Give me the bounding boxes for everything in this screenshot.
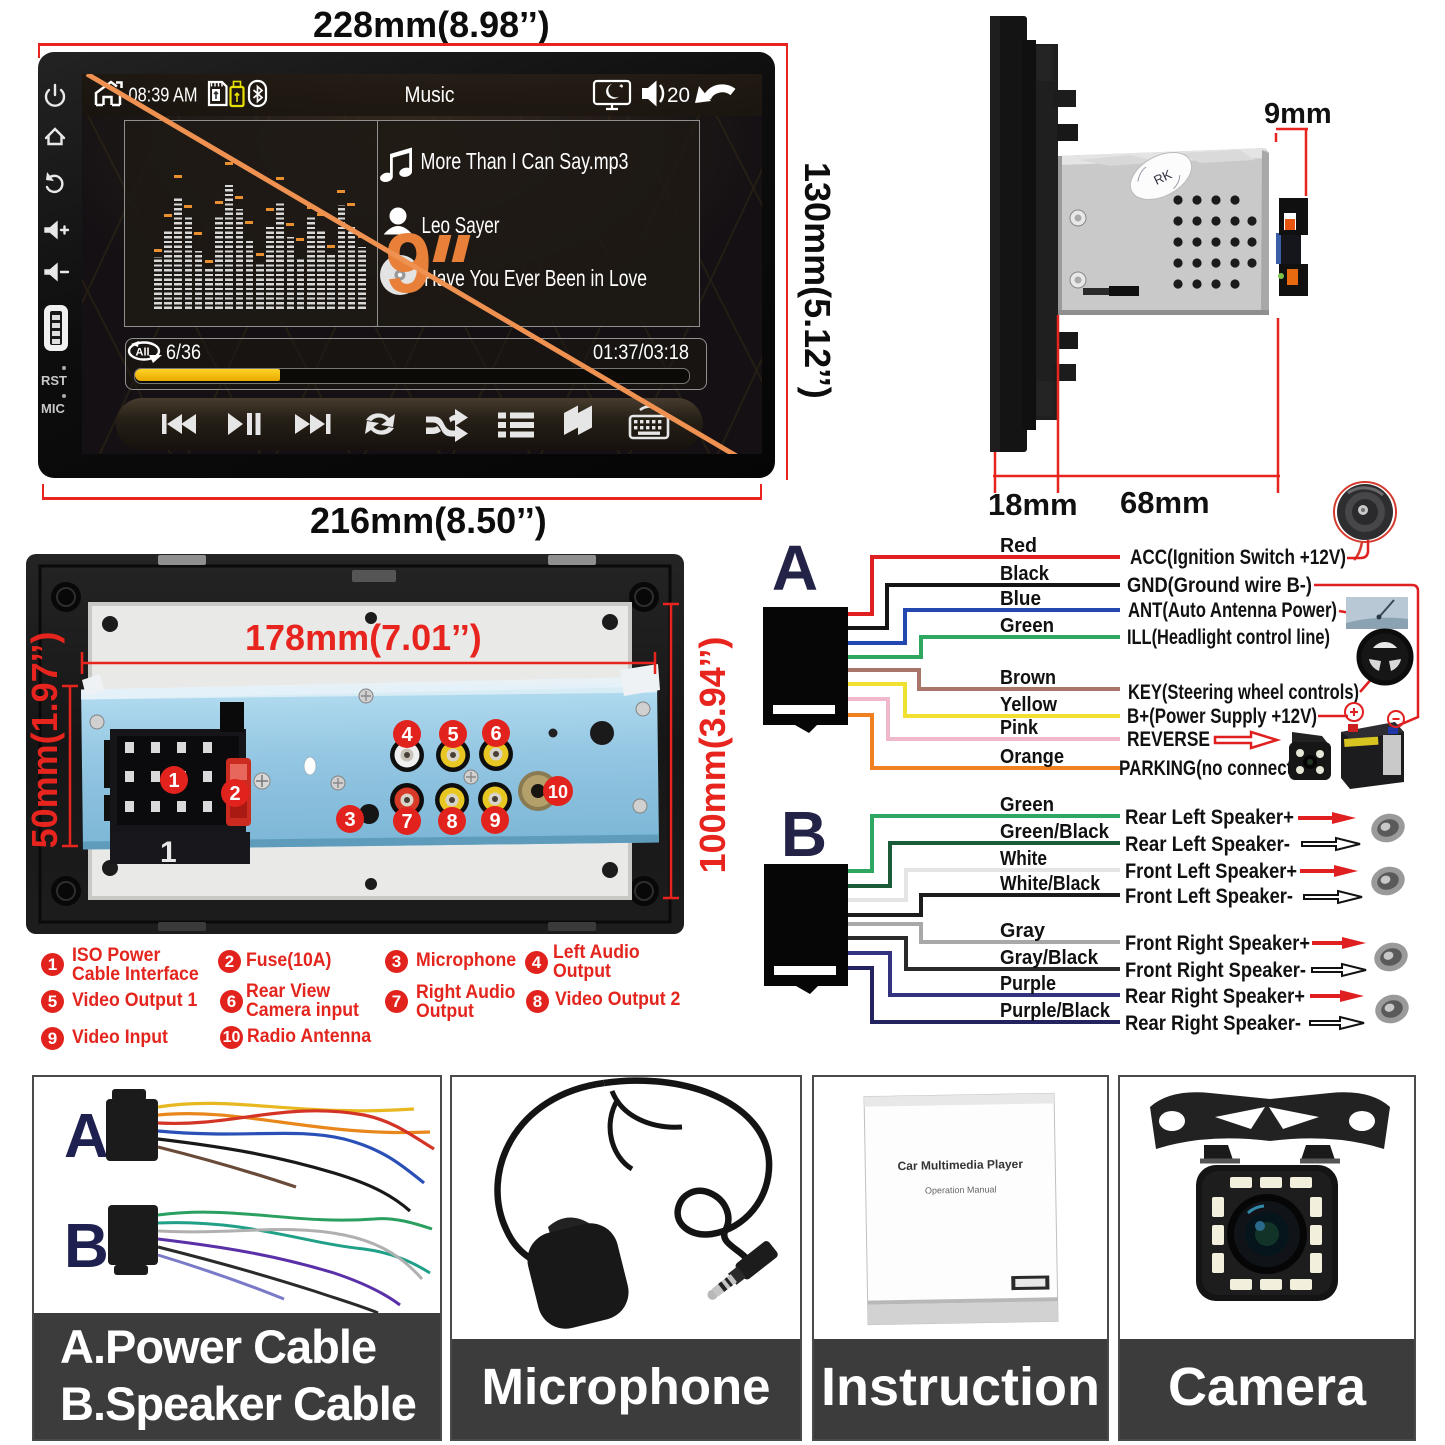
svg-text:More Than I Can Say.mp3: More Than I Can Say.mp3 [421,148,629,174]
svg-text:5: 5 [447,724,458,746]
svg-text:Have You Ever Been in Love: Have You Ever Been in Love [424,265,647,291]
svg-text:Rear Right Speaker+: Rear Right Speaker+ [1125,985,1305,1008]
svg-text:Green/Black: Green/Black [1000,821,1110,843]
svg-text:Black: Black [1000,563,1050,585]
svg-text:50mm(1.97’’): 50mm(1.97’’) [24,632,65,849]
svg-text:18mm: 18mm [988,487,1078,522]
svg-text:1: 1 [168,770,179,792]
svg-text:ILL(Headlight control line): ILL(Headlight control line) [1127,626,1330,649]
svg-text:Gray/Black: Gray/Black [1000,947,1099,969]
svg-text:68mm: 68mm [1120,485,1210,520]
svg-text:6: 6 [490,723,501,745]
svg-text:Rear Left Speaker-: Rear Left Speaker- [1125,833,1290,856]
svg-text:6/36: 6/36 [166,341,201,364]
svg-text:REVERSE: REVERSE [1127,728,1210,751]
svg-text:Gray: Gray [1000,920,1046,942]
svg-text:Front Right Speaker-: Front Right Speaker- [1125,959,1306,982]
svg-text:100mm(3.94’’): 100mm(3.94’’) [692,637,733,874]
svg-text:Front Left Speaker+: Front Left Speaker+ [1125,860,1297,883]
svg-text:RST: RST [41,373,67,388]
svg-text:Brown: Brown [1000,667,1056,689]
svg-text:KEY(Steering wheel controls): KEY(Steering wheel controls) [1128,681,1359,704]
svg-text:Green: Green [1000,615,1054,637]
svg-text:1: 1 [160,836,177,869]
svg-text:Orange: Orange [1000,746,1064,768]
svg-text:RK: RK [1151,166,1174,187]
svg-text:Purple: Purple [1000,973,1056,995]
svg-text:20: 20 [667,84,690,107]
svg-text:MIC: MIC [41,401,65,416]
svg-text:ACC(Ignition Switch +12V): ACC(Ignition Switch +12V) [1130,546,1346,569]
svg-text:08:39 AM: 08:39 AM [129,85,198,107]
svg-text:Yellow: Yellow [1000,694,1057,716]
svg-text:178mm(7.01’’): 178mm(7.01’’) [245,617,482,658]
svg-text:ANT(Auto Antenna Power): ANT(Auto Antenna Power) [1128,599,1337,622]
svg-text:9mm: 9mm [1264,98,1332,130]
svg-text:9: 9 [489,810,500,832]
svg-text:Car Multimedia Player: Car Multimedia Player [897,1157,1023,1173]
svg-text:10: 10 [548,782,568,802]
svg-text:Music: Music [405,82,455,107]
svg-text:White/Black: White/Black [1000,873,1101,895]
svg-text:Operation Manual: Operation Manual [925,1184,997,1195]
svg-text:4: 4 [401,724,413,746]
svg-text:B: B [64,1212,109,1281]
svg-text:White: White [1000,848,1047,870]
svg-text:B: B [781,798,827,870]
svg-text:B+(Power Supply +12V): B+(Power Supply +12V) [1127,705,1317,728]
svg-text:2: 2 [229,783,240,805]
svg-text:A: A [64,1102,109,1171]
svg-text:01:37/03:18: 01:37/03:18 [593,341,689,364]
svg-text:Front Left Speaker-: Front Left Speaker- [1125,885,1293,908]
svg-text:7: 7 [401,811,412,833]
svg-text:Front Right Speaker+: Front Right Speaker+ [1125,932,1310,955]
svg-text:8: 8 [446,811,457,833]
svg-text:Rear Right Speaker-: Rear Right Speaker- [1125,1012,1301,1035]
svg-text:PARKING(no connect): PARKING(no connect) [1119,757,1298,780]
svg-text:All: All [136,347,150,359]
svg-text:3: 3 [344,809,355,831]
svg-text:Blue: Blue [1000,588,1041,610]
svg-text:GND(Ground wire B-): GND(Ground wire B-) [1127,574,1312,597]
svg-text:Red: Red [1000,535,1037,557]
svg-text:A: A [772,532,818,604]
svg-text:Rear Left Speaker+: Rear Left Speaker+ [1125,806,1294,829]
svg-text:Purple/Black: Purple/Black [1000,1000,1111,1022]
svg-text:Pink: Pink [1000,717,1039,739]
svg-text:Green: Green [1000,794,1054,816]
